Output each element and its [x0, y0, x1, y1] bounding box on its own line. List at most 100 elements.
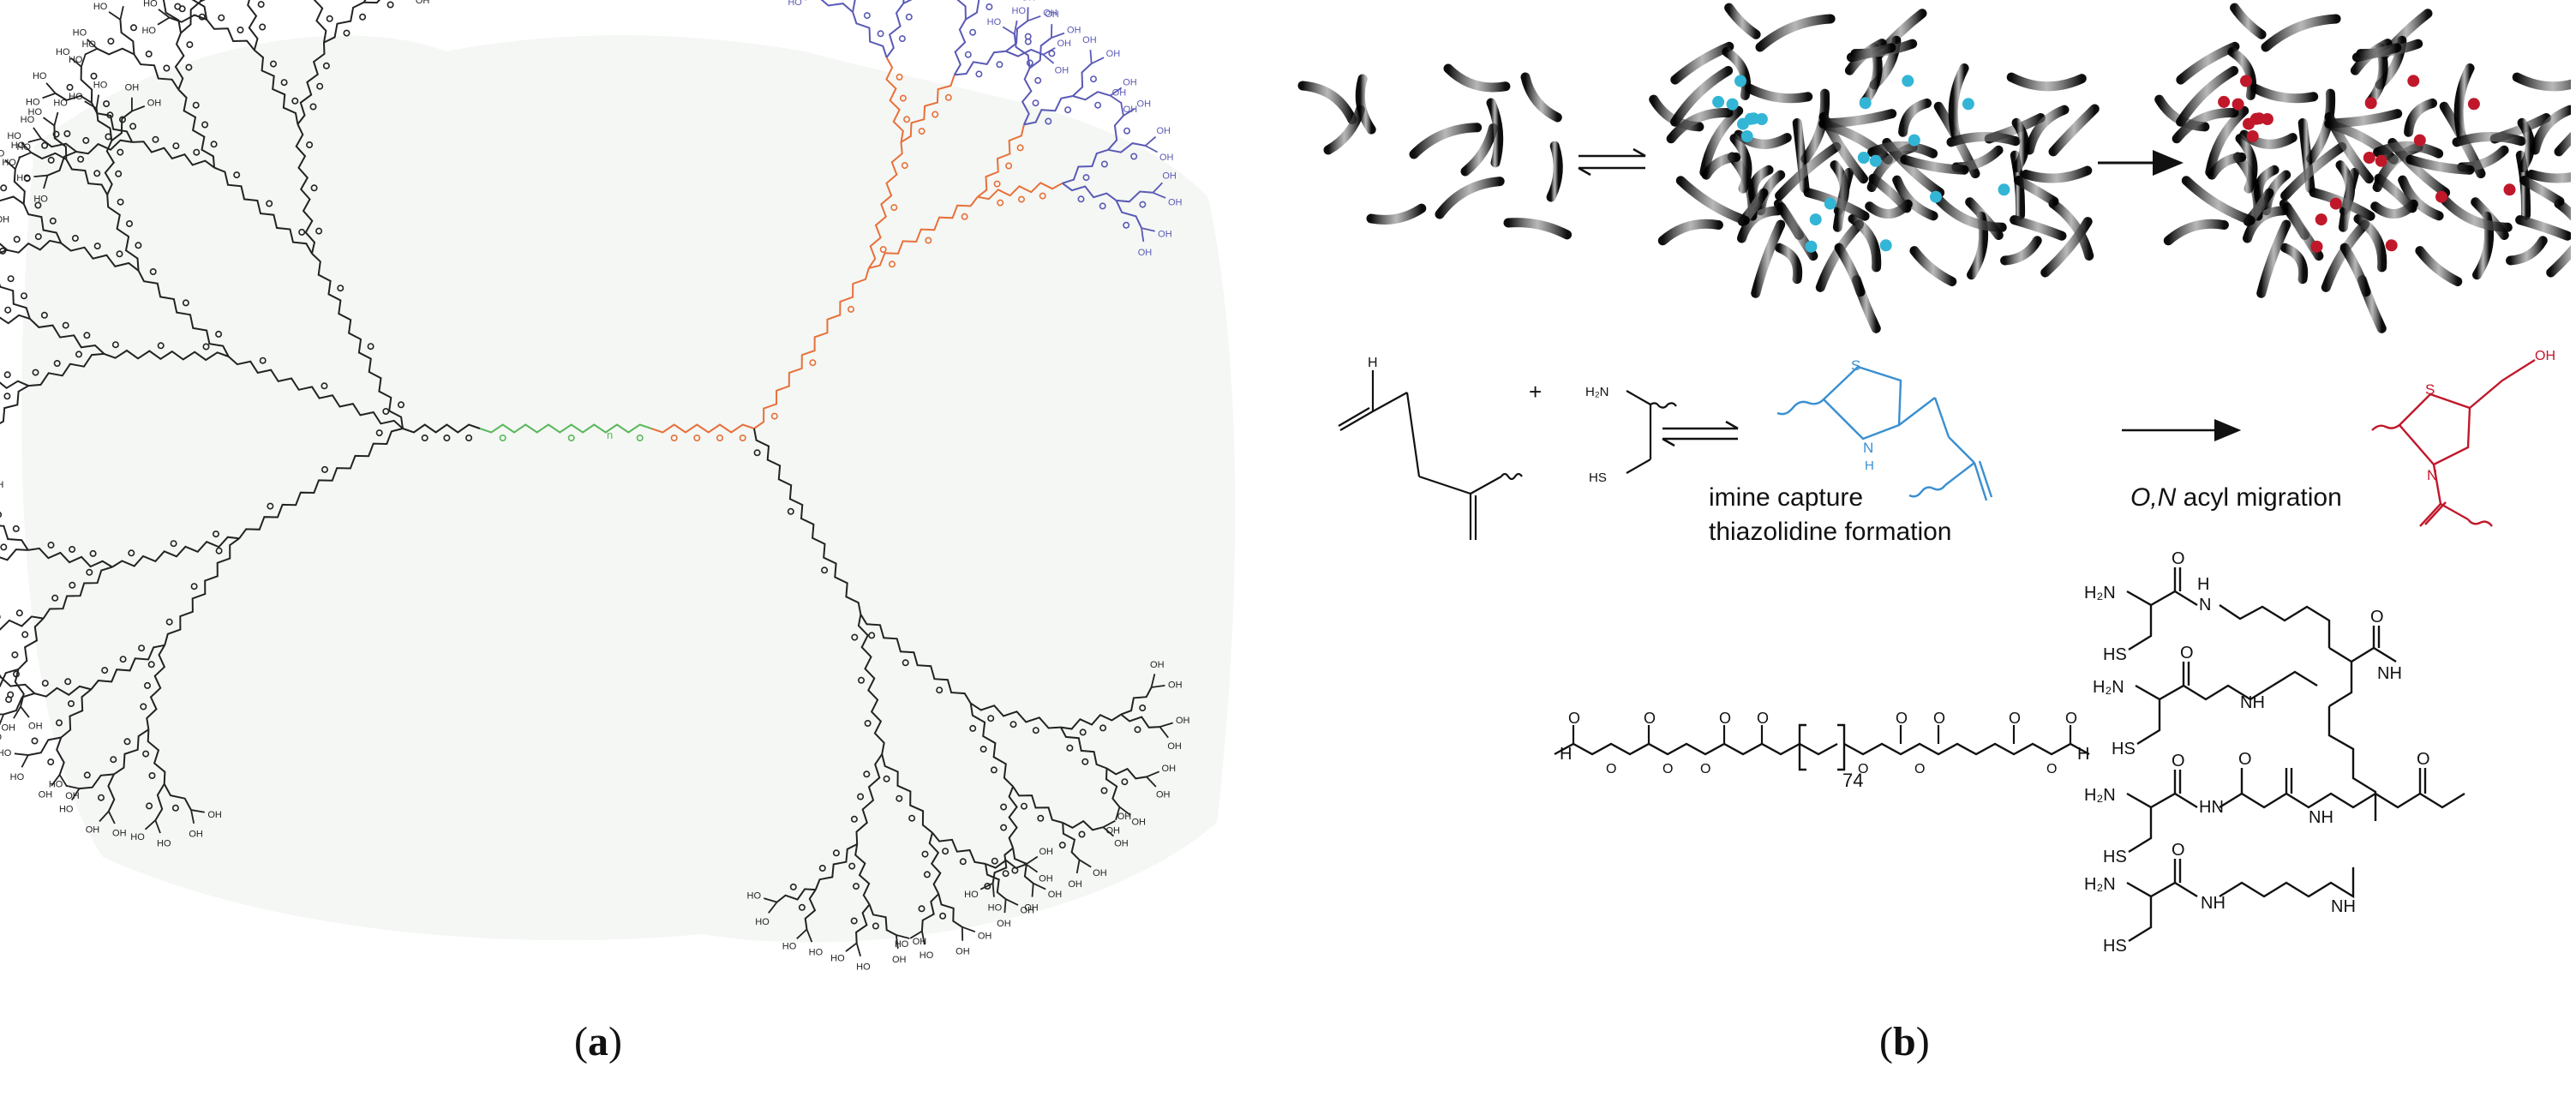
polymer-strand — [1931, 191, 2007, 232]
peptide-atom-label: O — [2370, 608, 2384, 626]
dendrimer-bond — [1021, 68, 1033, 125]
polymer-strand — [1724, 3, 1761, 39]
dendrimer-structure: HOHOHOHOHOHOHOHOHOHOHOHOHOHOOHOHHOHOHOHO… — [0, 0, 1190, 972]
polymer-strand — [1546, 141, 1563, 202]
caption-panel-b: (b) — [1879, 1019, 1930, 1064]
peptide-atom-label: H — [2197, 575, 2209, 594]
polymer-strand — [2163, 219, 2229, 246]
dendrimer-bond — [14, 668, 25, 707]
dendrimer-bond — [920, 893, 940, 932]
dendrimer-bond — [111, 536, 240, 568]
carbonyl-oxygen-mark — [146, 802, 153, 810]
carbonyl-oxygen-mark — [863, 770, 871, 778]
dendrimer-bond — [60, 242, 140, 272]
hydroxyl-label: OH — [1158, 230, 1172, 240]
carbonyl-oxygen-mark — [499, 434, 506, 441]
crosslink-node — [2310, 240, 2323, 253]
dendrimer-bond — [163, 783, 192, 811]
carbonyl-oxygen-mark — [315, 227, 323, 235]
hydroxyl-label: HO — [809, 947, 824, 957]
hydroxyl-label: OH — [416, 0, 430, 6]
dendrimer-bond — [1105, 767, 1147, 780]
carbonyl-oxygen-mark — [49, 217, 57, 225]
carbonyl-oxygen-mark — [921, 850, 929, 858]
dendrimer-bond — [162, 0, 182, 33]
carbonyl-oxygen-mark — [47, 156, 55, 164]
carbonyl-oxygen-mark — [993, 180, 1001, 188]
polymer-strand — [2011, 117, 2029, 172]
dendrimer-bond — [0, 385, 29, 425]
carbonyl-oxygen-mark — [1058, 842, 1066, 849]
carbonyl-oxygen-mark — [0, 184, 8, 192]
dendrimer-bond — [0, 668, 19, 687]
dendrimer-bond — [1107, 142, 1146, 153]
carbonyl-oxygen-mark — [961, 213, 968, 220]
dendrimer-bond — [1062, 182, 1117, 201]
carbonyl-oxygen-mark — [130, 24, 138, 32]
carbonyl-oxygen-mark — [15, 609, 23, 617]
peptide-atom-label: HN — [2199, 798, 2224, 817]
carbonyl-oxygen-mark — [31, 737, 39, 745]
polymer-strand — [2519, 176, 2565, 207]
polymer-strand — [1748, 165, 1774, 207]
dendrimer-bond — [147, 729, 166, 784]
dendrimer-bond — [1005, 20, 1028, 52]
crosslink-node — [1908, 134, 1920, 147]
carbonyl-oxygen-mark — [64, 678, 72, 686]
hydroxyl-label: OH — [1131, 818, 1146, 828]
peptide-atom-label: NH — [2331, 897, 2356, 916]
hydroxyl-label: OH — [892, 955, 907, 965]
dendrimer-bond — [1060, 727, 1107, 770]
hydroxyl-label: HO — [782, 942, 797, 952]
polymer-strand — [1803, 188, 1870, 221]
terminal-diol-bond — [144, 819, 161, 834]
carbonyl-oxygen-mark — [1100, 787, 1108, 794]
polymer-strand — [2181, 176, 2255, 225]
polymer-strand — [1675, 176, 1750, 225]
hydroxyl-label: HO — [53, 98, 68, 108]
dendrimer-bond — [47, 151, 77, 177]
hydroxyl-label: HO — [49, 779, 63, 789]
polymer-strand — [1898, 98, 1932, 137]
polymer-strand — [1946, 132, 2021, 147]
polymer-strand — [1848, 213, 1882, 273]
carbonyl-oxygen-mark — [4, 306, 12, 314]
carbonyl-oxygen-mark — [1139, 201, 1147, 208]
hydroxyl-label: OH — [1048, 890, 1063, 900]
carbonyl-oxygen-mark — [739, 434, 746, 441]
carbonyl-oxygen-mark — [863, 12, 871, 20]
hydroxyl-label: OH — [112, 829, 127, 839]
carbonyl-oxygen-mark — [322, 62, 330, 69]
crosslink-node — [2435, 190, 2447, 203]
polymer-strand — [2254, 165, 2279, 207]
carbonyl-oxygen-mark — [116, 250, 123, 258]
dendrimer-bond — [191, 0, 208, 20]
carbonyl-oxygen-mark — [267, 502, 274, 510]
crosslink-node — [1712, 95, 1725, 108]
hydroxyl-label: HO — [81, 39, 96, 50]
polymer-strand — [1657, 219, 1723, 246]
hydroxyl-label: OH — [1168, 198, 1183, 208]
dendrimer-bond — [60, 688, 93, 739]
polymer-strand — [2006, 72, 2087, 92]
peptide-atom-label: HS — [2103, 937, 2127, 956]
terminal-diol-bond — [14, 752, 29, 768]
dendrimer-bond — [22, 203, 63, 244]
carbonyl-oxygen-mark — [56, 719, 63, 727]
polymer-strand — [2351, 43, 2402, 63]
carbonyl-oxygen-mark — [872, 922, 879, 930]
hydroxyl-label: OH — [1123, 78, 1137, 88]
hydroxyl-label: HO — [988, 903, 1003, 914]
carbonyl-oxygen-mark — [421, 434, 428, 441]
carbonyl-oxygen-mark — [918, 905, 926, 913]
crosslink-node — [1824, 197, 1836, 210]
carbonyl-oxygen-mark — [83, 771, 91, 779]
polymer-strand — [2014, 176, 2059, 207]
dendrimer-bond — [985, 863, 1007, 900]
peg-core-chain — [479, 423, 652, 434]
dendrimer-bond — [0, 314, 31, 325]
dendrimer-bond — [0, 195, 25, 205]
polymer-strand — [1948, 63, 1969, 140]
carbonyl-oxygen-mark — [1037, 814, 1045, 822]
carbonyl-oxygen-mark — [693, 434, 701, 441]
